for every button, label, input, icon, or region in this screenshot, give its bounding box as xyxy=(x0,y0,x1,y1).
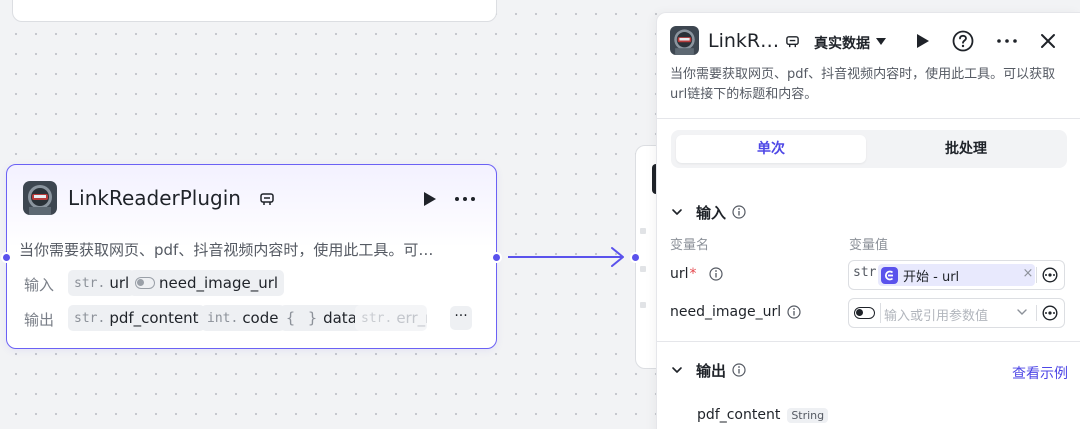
run-mode-tabs: 单次 批处理 xyxy=(671,130,1067,168)
start-node-icon xyxy=(881,266,898,284)
reference-text: 开始 - url xyxy=(903,269,960,285)
type-tag: int. xyxy=(207,310,239,326)
column-header-name: 变量名 xyxy=(670,238,710,253)
node-output-port[interactable] xyxy=(491,252,502,263)
output-data: { } data xyxy=(280,305,363,331)
chevron-down-icon[interactable] xyxy=(671,206,683,218)
type-tag: str. xyxy=(361,310,393,326)
output-label: 输出 xyxy=(24,311,55,329)
input-section-header[interactable]: 输入 xyxy=(671,201,746,223)
clear-reference-button[interactable]: × xyxy=(1022,266,1034,281)
input-param-need-image-url: need_image_url xyxy=(129,270,285,296)
plugin-icon xyxy=(260,193,274,205)
type-tag: str. xyxy=(74,275,106,291)
node-description: 当你需要获取网页、pdf、抖音视频内容时，使用此工具。可… xyxy=(19,241,434,259)
column-header-value: 变量值 xyxy=(849,238,889,253)
param-name: need_image_url xyxy=(670,304,782,320)
output-section-header[interactable]: 输出 xyxy=(671,359,746,381)
output-err-msg: str. err_n xyxy=(355,305,427,331)
output-pdf-content: str. pdf_content xyxy=(68,305,205,331)
param-name: err_n xyxy=(396,309,427,327)
panel-description: 当你需要获取网页、pdf、抖音视频内容时，使用此工具。可以获取url链接下的标题… xyxy=(670,67,1056,102)
type-tag: str. xyxy=(853,265,885,280)
param-need-image-url: need_image_url xyxy=(670,304,801,320)
play-icon[interactable] xyxy=(419,189,439,209)
output-field-pdf-content: pdf_content String xyxy=(697,407,829,423)
more-icon[interactable] xyxy=(996,33,1018,49)
info-icon[interactable] xyxy=(732,205,746,219)
output-field-name: pdf_content xyxy=(697,407,781,423)
help-icon[interactable] xyxy=(952,30,974,52)
chevron-down-icon[interactable] xyxy=(671,364,683,376)
param-name: pdf_content xyxy=(109,309,199,327)
play-icon[interactable] xyxy=(913,32,931,50)
section-divider xyxy=(657,341,1080,342)
panel-title: LinkR… xyxy=(708,30,780,52)
url-value-field[interactable]: str. 开始 - url × xyxy=(848,260,1065,290)
input-param-url: str. url xyxy=(68,270,136,296)
info-icon[interactable] xyxy=(732,363,746,377)
chevron-down-icon[interactable] xyxy=(1017,309,1027,316)
node-detail-panel: LinkR… 真实数据 当你需要获取网页、pdf、抖音视频内容时，使用此工具。可… xyxy=(656,12,1080,429)
need-image-url-field[interactable]: 输入或引用参数值 xyxy=(848,298,1065,328)
section-title: 输入 xyxy=(696,203,727,222)
field-divider xyxy=(1036,267,1037,283)
tab-batch[interactable]: 批处理 xyxy=(945,141,987,157)
value-placeholder[interactable]: 输入或引用参数值 xyxy=(884,309,989,324)
toggle-icon xyxy=(135,277,155,289)
required-mark: * xyxy=(689,266,697,282)
tab-single[interactable]: 单次 xyxy=(676,135,866,163)
panel-header: LinkR… 真实数据 当你需要获取网页、pdf、抖音视频内容时，使用此工具。可… xyxy=(657,13,1080,119)
more-icon[interactable] xyxy=(453,189,477,209)
variable-icon[interactable] xyxy=(1042,267,1058,283)
data-source-select[interactable]: 真实数据 xyxy=(814,36,870,52)
reference-chip[interactable]: 开始 - url × xyxy=(878,264,1035,286)
next-node-fragment xyxy=(640,228,646,234)
node-input-port[interactable] xyxy=(1,252,12,263)
section-title: 输出 xyxy=(696,361,727,380)
info-icon[interactable] xyxy=(787,305,801,319)
variable-icon[interactable] xyxy=(1042,305,1058,321)
view-example-link[interactable]: 查看示例 xyxy=(1012,366,1068,382)
caret-down-icon[interactable] xyxy=(876,38,886,46)
field-divider xyxy=(880,303,881,323)
param-name: data xyxy=(323,309,357,327)
type-tag: str. xyxy=(74,310,106,326)
field-divider xyxy=(1036,305,1037,321)
input-label: 输入 xyxy=(24,276,55,294)
param-url: url * xyxy=(670,266,723,282)
type-tag: { } xyxy=(286,309,320,327)
param-name: need_image_url xyxy=(159,274,279,292)
link-reader-node[interactable]: LinkReaderPlugin 当你需要获取网页、pdf、抖音视频内容时，使用… xyxy=(6,164,497,349)
toggle-icon[interactable] xyxy=(854,307,875,319)
canvas-node-top[interactable] xyxy=(12,0,497,22)
next-node-fragment xyxy=(640,302,646,308)
plugin-avatar xyxy=(670,26,699,55)
next-node-input-port[interactable] xyxy=(630,252,641,263)
param-name: url xyxy=(670,266,689,282)
node-title: LinkReaderPlugin xyxy=(68,186,241,210)
arrow-right-icon[interactable] xyxy=(500,245,640,269)
outputs-overflow-button[interactable]: ··· xyxy=(450,306,472,330)
output-code: int. code xyxy=(201,305,285,331)
param-name: code xyxy=(242,309,279,327)
info-icon[interactable] xyxy=(708,267,723,281)
plugin-avatar xyxy=(23,181,57,215)
close-icon[interactable] xyxy=(1039,32,1057,50)
plugin-icon xyxy=(786,36,799,48)
param-name: url xyxy=(109,274,130,292)
output-field-type: String xyxy=(787,407,829,423)
next-node-fragment xyxy=(640,266,646,272)
